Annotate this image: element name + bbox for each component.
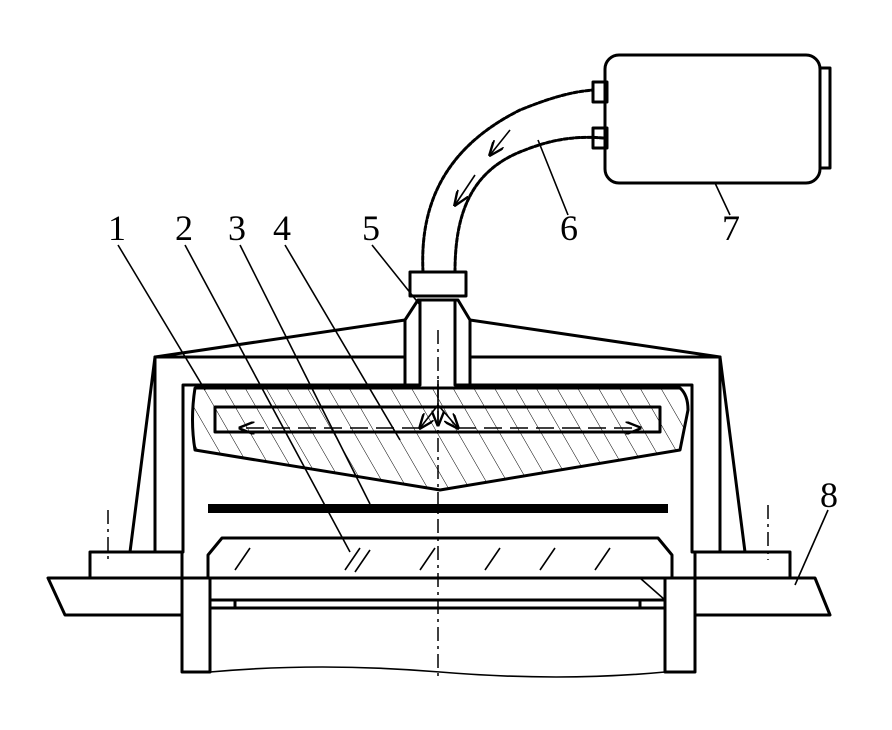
- label-2: 2: [175, 208, 193, 248]
- leader-lines: [117, 139, 829, 586]
- plate: [208, 504, 668, 513]
- label-5: 5: [362, 208, 380, 248]
- inlet-nozzle: [403, 270, 472, 387]
- source-unit: [591, 53, 832, 185]
- bolt-centerlines: [107, 505, 769, 560]
- label-3: 3: [228, 208, 246, 248]
- base-flange: [46, 550, 832, 678]
- label-7: 7: [722, 208, 740, 248]
- glass-workpiece: [206, 536, 674, 580]
- label-4: 4: [273, 208, 291, 248]
- label-6: 6: [560, 208, 578, 248]
- label-8: 8: [820, 475, 838, 515]
- outer-housing: [128, 318, 747, 554]
- flexible-hose: [421, 88, 605, 274]
- label-1: 1: [108, 208, 126, 248]
